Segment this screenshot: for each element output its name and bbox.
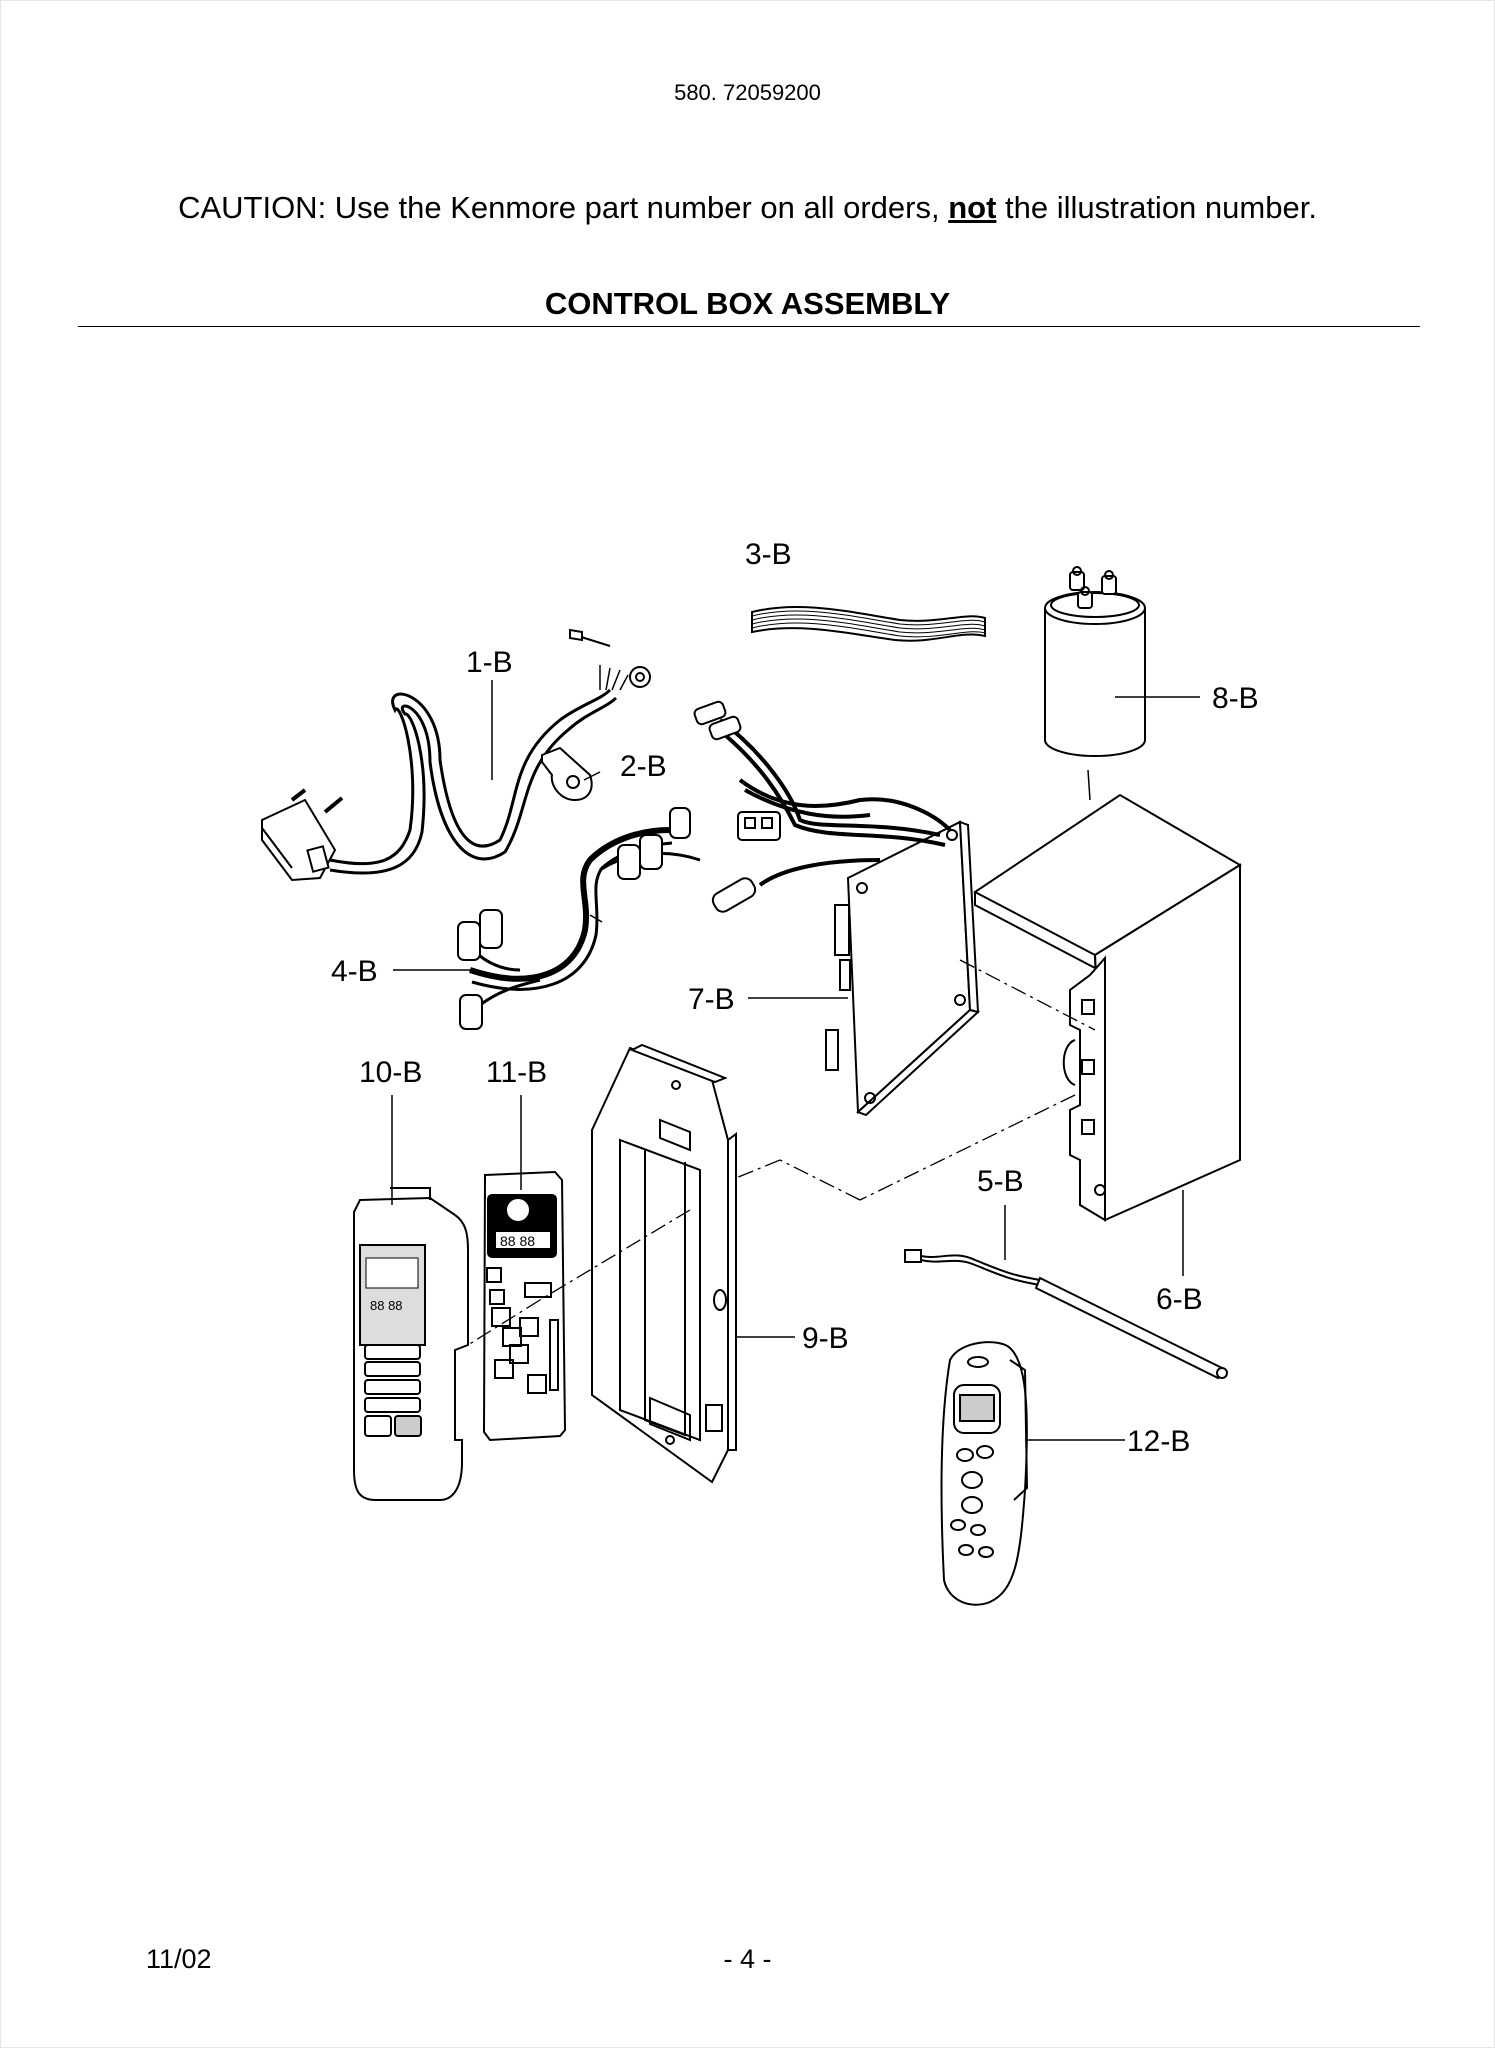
footer-page-number: - 4 - — [723, 1944, 772, 1974]
assembly-lines — [467, 959, 1096, 1346]
control-box-exploded-diagram: 88 88 88 88 — [261, 538, 1259, 1606]
model-number: 580. 72059200 — [674, 80, 821, 105]
display-cover-illustration: 88 88 — [353, 1187, 469, 1501]
section-title: CONTROL BOX ASSEMBLY — [544, 286, 951, 321]
svg-text:88 88: 88 88 — [500, 1233, 535, 1249]
callout-6b: 6-B — [1156, 1283, 1203, 1316]
callout-10b: 10-B — [359, 1056, 422, 1089]
caution-suffix: the illustration number. — [996, 190, 1317, 225]
callout-4b: 4-B — [331, 955, 378, 988]
callout-3b: 3-B — [745, 538, 792, 571]
footer-date: 11/02 — [146, 1944, 212, 1974]
display-bracket-illustration — [591, 1043, 737, 1484]
power-cord-illustration — [261, 628, 651, 882]
pcb-wiring-illustration — [693, 700, 952, 913]
callout-2b: 2-B — [620, 750, 667, 783]
cord-clamp-illustration — [541, 746, 593, 802]
capacitor-leader — [1087, 769, 1091, 801]
ribbon-cable-illustration — [751, 605, 986, 642]
caution-emphasis: not — [948, 190, 997, 225]
callout-12b: 12-B — [1127, 1425, 1190, 1458]
caution-prefix: CAUTION: Use the Kenmore part number on … — [178, 190, 949, 225]
control-box-housing-illustration — [973, 793, 1242, 1222]
callout-11b: 11-B — [486, 1056, 547, 1089]
svg-text:88 88: 88 88 — [370, 1298, 403, 1313]
temperature-sensor-illustration — [904, 1249, 1228, 1380]
remote-control-illustration — [940, 1341, 1029, 1606]
display-pcb-illustration: 88 88 — [482, 1170, 567, 1442]
callout-5b: 5-B — [977, 1165, 1024, 1198]
capacitor-illustration — [1044, 566, 1146, 757]
callout-7b: 7-B — [688, 983, 735, 1016]
callout-1b: 1-B — [466, 646, 513, 679]
leader-lines — [391, 680, 1200, 1441]
callout-9b: 9-B — [802, 1322, 849, 1355]
title-rule — [78, 326, 1420, 327]
callout-8b: 8-B — [1212, 682, 1259, 715]
callout-labels: 3-B 8-B 1-B 2-B 4-B 7-B 10-B 11-B 5-B 6-… — [331, 538, 1259, 1458]
pcb-illustration — [825, 820, 981, 1117]
wire-harness-illustration — [457, 807, 701, 1030]
caution-notice: CAUTION: Use the Kenmore part number on … — [0, 190, 1495, 226]
